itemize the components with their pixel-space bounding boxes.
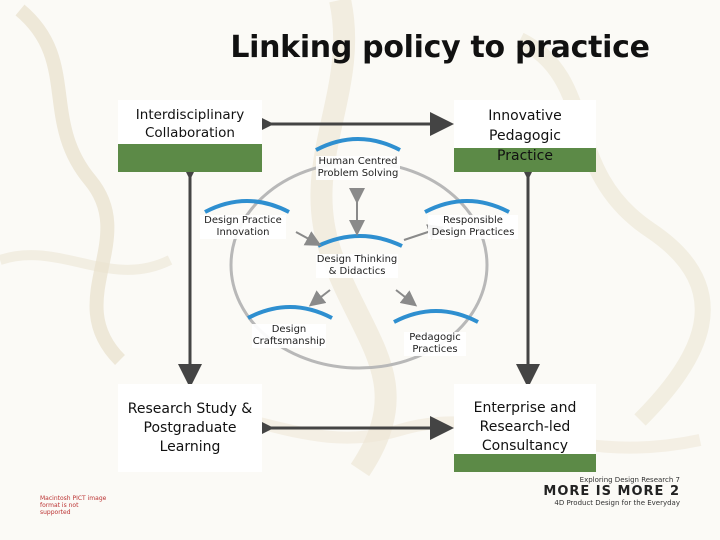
corner-text-top-left: Interdisciplinary Collaboration: [135, 107, 245, 141]
corner-box-bottom-left: Research Study & Postgraduate Learning: [118, 384, 262, 472]
corner-strip-top-right: [454, 148, 596, 172]
pict-placeholder-text: Macintosh PICT image format is not suppo…: [40, 495, 107, 516]
node-design-thinking: Design Thinking & Didactics: [316, 254, 398, 278]
pict-placeholder: Macintosh PICT image format is not suppo…: [38, 492, 110, 522]
corner-box-bottom-right: Enterprise and Research-led Consultancy: [454, 384, 596, 472]
page-title: Linking policy to practice: [230, 30, 650, 65]
corner-strip-top-left: [118, 144, 262, 172]
arrow-to-pedagogic: [395, 289, 418, 307]
node-cap-design-thinking: [317, 234, 403, 248]
node-cap-craftsmanship: [247, 305, 333, 320]
node-cap-practice-innovation: [204, 199, 290, 214]
corner-box-top-left: Interdisciplinary Collaboration: [118, 100, 262, 172]
footer-branding: Exploring Design Research 7 MORE IS MORE…: [540, 476, 680, 507]
node-pedagogic-practices: Pedagogic Practices: [404, 332, 466, 356]
arrow-to-craftsmanship: [308, 289, 331, 307]
arrow-from-innovation: [295, 231, 322, 246]
corner-text-bottom-right: Enterprise and Research-led Consultancy: [473, 400, 577, 454]
node-cap-problem-solving: [315, 137, 401, 152]
node-practice-innovation: Design Practice Innovation: [200, 215, 286, 239]
corner-strip-bottom-right: [454, 454, 596, 472]
node-responsible-practices: Responsible Design Practices: [428, 215, 518, 239]
footer-brand: MORE IS MORE 2: [543, 484, 680, 499]
corner-text-top-right: Innovative Pedagogic Practice: [488, 108, 562, 164]
footer-tagline: 4D Product Design for the Everyday: [554, 499, 680, 507]
node-problem-solving: Human Centred Problem Solving: [316, 156, 400, 180]
node-cap-pedagogic: [393, 309, 479, 324]
corner-box-top-right: Innovative Pedagogic Practice: [454, 100, 596, 172]
corner-text-bottom-left: Research Study & Postgraduate Learning: [127, 401, 253, 455]
node-craftsmanship: Design Craftsmanship: [252, 324, 326, 348]
footer-small-line: Exploring Design Research 7: [579, 476, 680, 484]
node-cap-responsible: [424, 199, 510, 214]
